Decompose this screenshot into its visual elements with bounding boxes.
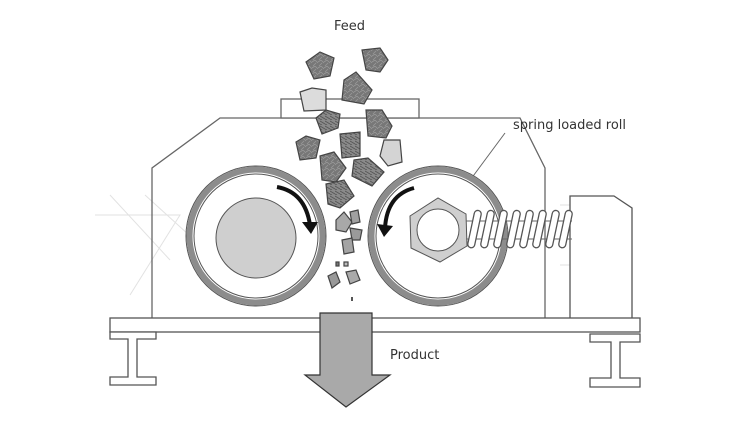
rock — [361, 47, 389, 73]
rock — [319, 151, 347, 183]
rock — [349, 227, 363, 241]
rock — [327, 271, 341, 289]
fixed-roll — [185, 165, 327, 307]
rock — [365, 109, 393, 139]
rock — [379, 139, 403, 167]
i-beam-support-left — [109, 331, 157, 386]
rock — [325, 179, 355, 209]
rock-fragment — [351, 297, 353, 301]
rock-fragment — [343, 261, 349, 267]
feed-material — [295, 47, 403, 301]
fixed-roll-hub — [215, 197, 297, 279]
base-frame — [109, 317, 641, 333]
rock — [305, 51, 335, 80]
product-outlet-arrow — [303, 312, 392, 408]
rock — [349, 209, 361, 225]
rock — [341, 237, 355, 255]
rock — [295, 135, 321, 161]
rock — [315, 109, 341, 135]
rock — [335, 211, 353, 233]
rock — [345, 269, 361, 285]
product-label: Product — [390, 348, 439, 363]
rock — [341, 71, 373, 105]
rock — [351, 157, 385, 187]
i-beam-support-right — [589, 333, 641, 388]
rock — [339, 131, 361, 159]
spring — [466, 209, 573, 249]
axle-hole — [416, 208, 460, 252]
rock-fragment — [335, 261, 340, 267]
feed-label: Feed — [334, 19, 365, 34]
spring-loaded-roll — [367, 165, 509, 307]
spring-housing — [569, 195, 633, 318]
rock — [299, 87, 327, 112]
rotation-arrow-clockwise — [276, 185, 318, 234]
rotation-arrow-counterclockwise — [377, 186, 415, 237]
spring-loaded-roll-label: spring loaded roll — [513, 118, 626, 133]
